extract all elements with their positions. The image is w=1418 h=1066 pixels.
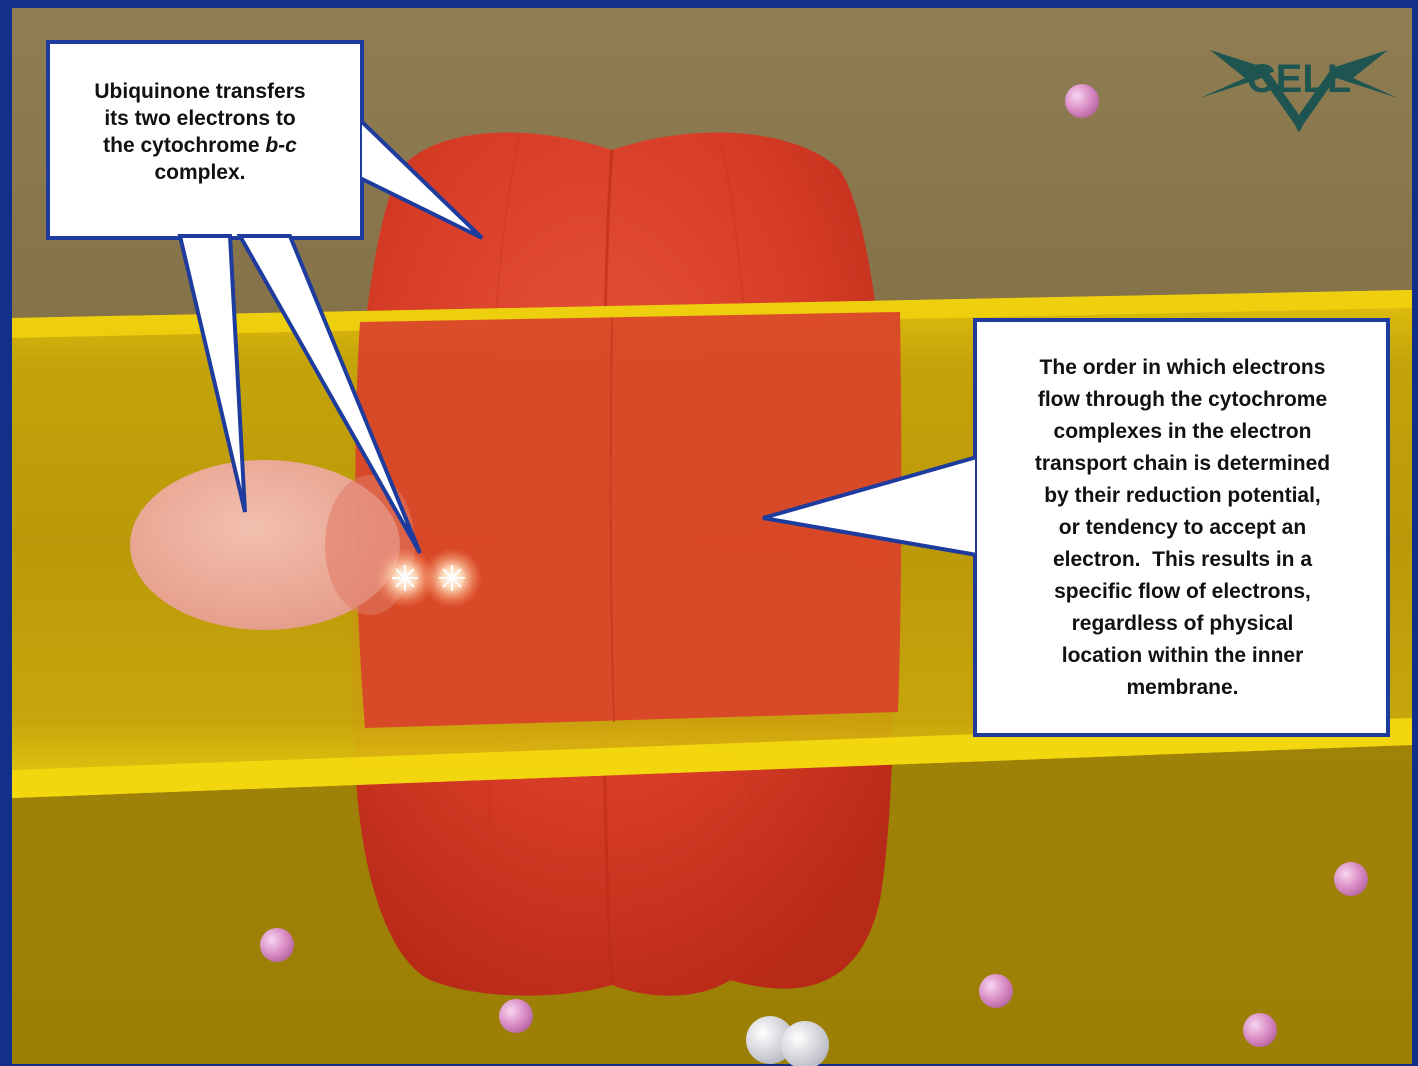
callout-right-line: transport chain is determined xyxy=(985,448,1380,480)
callout-left-line: its two electrons to xyxy=(58,105,342,132)
callout-right-line: electron. This results in a xyxy=(985,544,1380,576)
callout-left-line: Ubiquinone transfers xyxy=(58,78,342,105)
callout-right-line: specific flow of electrons, xyxy=(985,576,1380,608)
ion xyxy=(979,974,1013,1008)
callout-left-line: complex. xyxy=(58,159,342,186)
callout-right-line: or tendency to accept an xyxy=(985,512,1380,544)
ion xyxy=(499,999,533,1033)
ion xyxy=(1065,84,1099,118)
callout-right-line: flow through the cytochrome xyxy=(985,384,1380,416)
callout-right-text: The order in which electrons flow throug… xyxy=(985,352,1380,704)
ion xyxy=(1243,1013,1277,1047)
callout-right-line: by their reduction potential, xyxy=(985,480,1380,512)
callout-right-line: location within the inner xyxy=(985,640,1380,672)
ion xyxy=(260,928,294,962)
ion xyxy=(1334,862,1368,896)
callout-right-line: complexes in the electron xyxy=(985,416,1380,448)
callout-right-line: The order in which electrons xyxy=(985,352,1380,384)
callout-right-line: regardless of physical xyxy=(985,608,1380,640)
callout-right-line: membrane. xyxy=(985,672,1380,704)
callout-left-text: Ubiquinone transfers its two electrons t… xyxy=(58,78,342,186)
callout-left-line: the cytochrome b-c xyxy=(58,132,342,159)
logo-text: CELL xyxy=(1247,57,1351,101)
